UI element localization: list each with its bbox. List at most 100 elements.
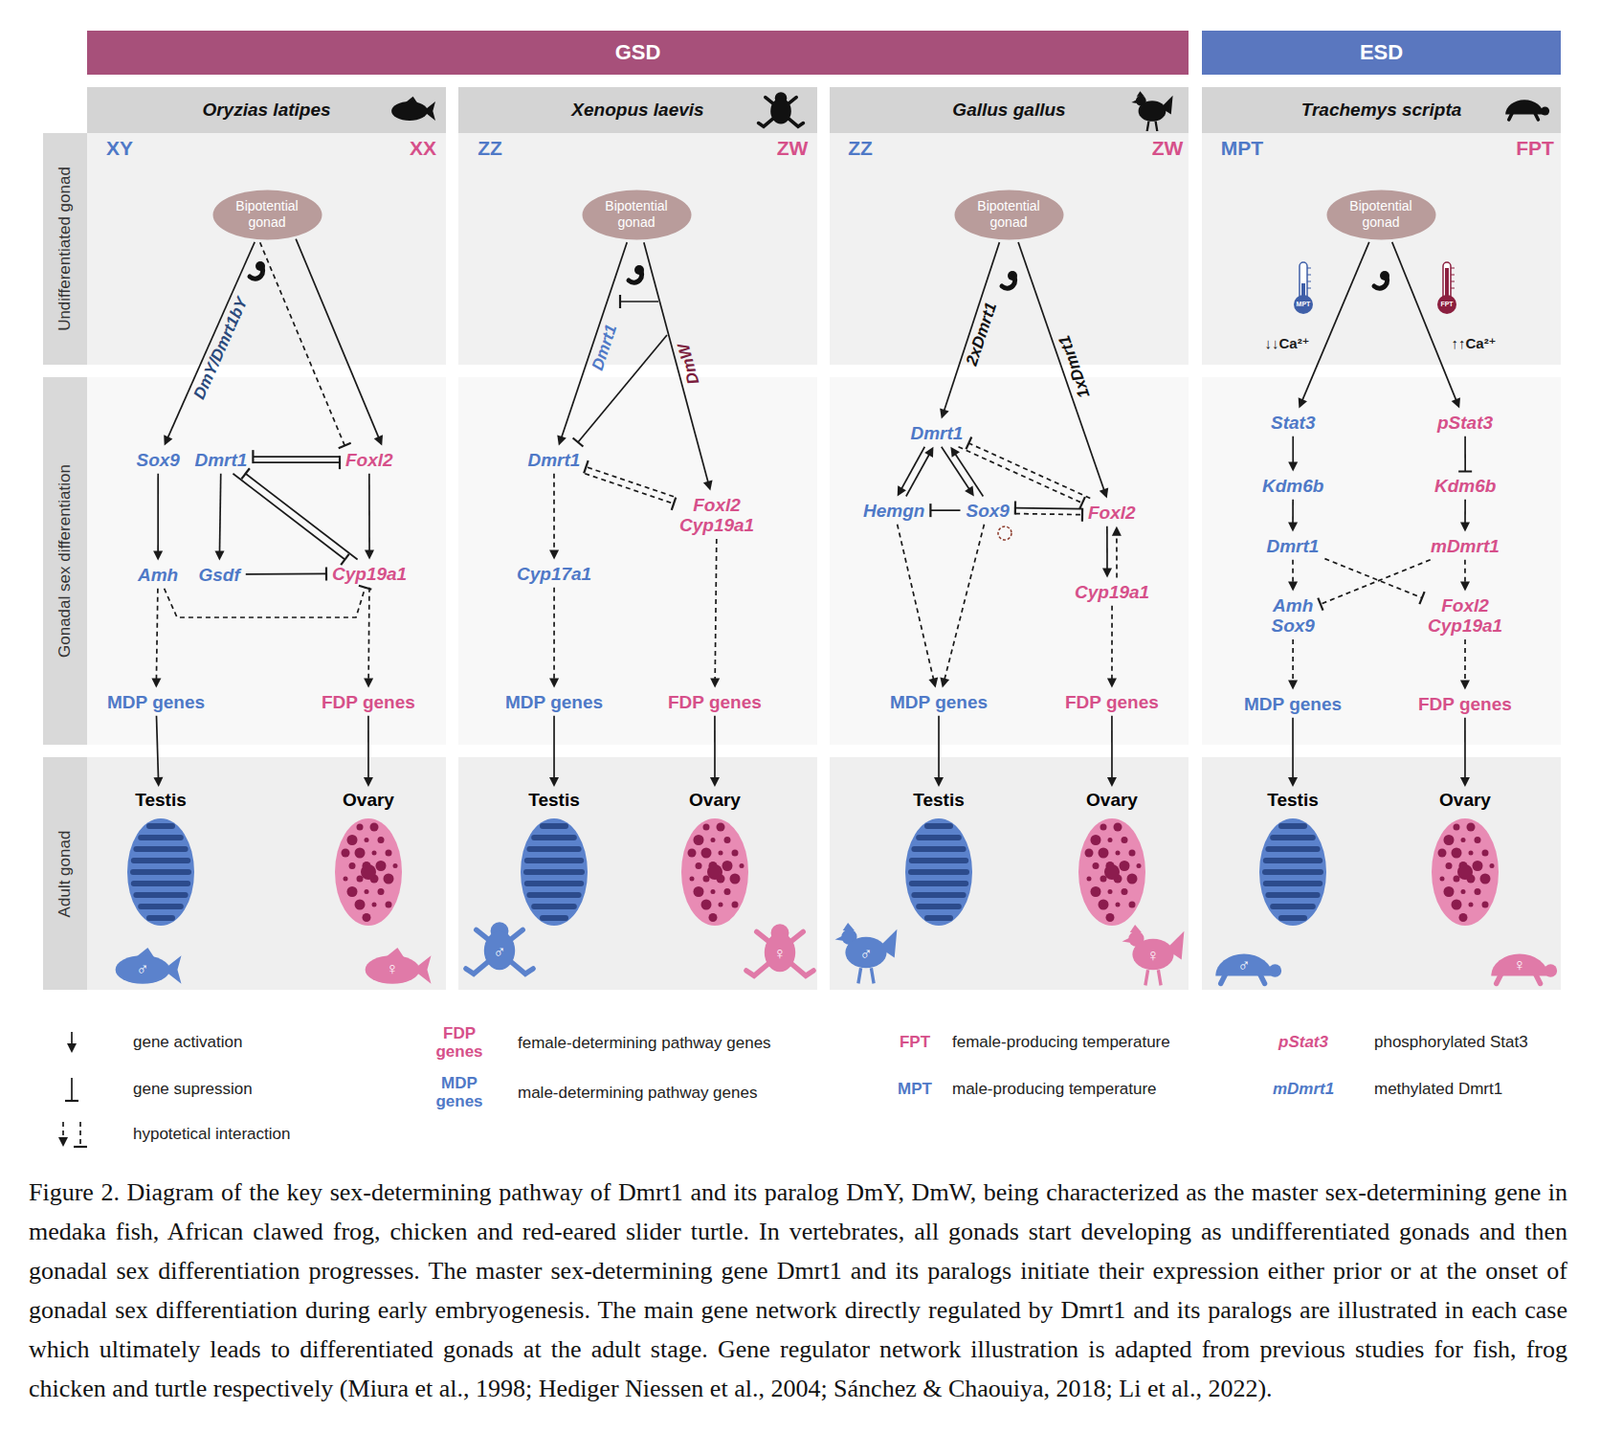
- thermometer-tick: [1307, 281, 1312, 283]
- free-label: ♂: [135, 959, 150, 979]
- arrow-head: [933, 777, 944, 787]
- adult-gonad: Ovary: [1422, 789, 1509, 927]
- node-text: Gsdf: [199, 564, 241, 585]
- node-text: Testis: [528, 789, 580, 812]
- ovary-follicle: [739, 863, 745, 868]
- free-label: ↓↓Ca²⁺: [1264, 335, 1310, 353]
- ovary-follicle: [1106, 912, 1115, 922]
- ovary-follicle: [1113, 822, 1123, 831]
- animal-icon: [466, 921, 534, 974]
- testis-body: [127, 818, 195, 926]
- bird-legs: [1145, 969, 1161, 985]
- gene-node: Kdm6b: [1431, 474, 1499, 497]
- turtle-shell: [1215, 953, 1272, 976]
- arrow-head: [549, 677, 559, 688]
- ovary-follicle: [383, 872, 395, 884]
- ovary-follicle: [1466, 822, 1476, 831]
- arrow-head: [1288, 679, 1298, 689]
- arrow-head: [710, 677, 720, 688]
- free-label: FDP genes: [435, 1024, 483, 1061]
- testis-band: [149, 822, 173, 829]
- turtle-shell: [1490, 953, 1548, 976]
- arrow-head: [549, 549, 559, 559]
- legend-entry: methylated Dmrt1: [1374, 1079, 1503, 1099]
- gene-node: Foxl2: [1085, 501, 1139, 524]
- bird-legs: [1147, 121, 1158, 132]
- node-text: Bipotential gonad: [222, 198, 312, 231]
- connector: [1288, 436, 1298, 472]
- free-label: pStat3: [1278, 1033, 1329, 1052]
- suppression-bar: [1014, 501, 1017, 515]
- connector-line: [584, 473, 674, 504]
- connector-line: [644, 242, 709, 484]
- arrow-head: [151, 677, 161, 688]
- node-text: Amh: [137, 564, 178, 585]
- gonad-ellipse: Bipotential gonad: [212, 189, 323, 241]
- connector-line: [156, 473, 159, 554]
- arrow-head: [928, 677, 938, 689]
- testis-band: [542, 914, 566, 921]
- embryo-icon: [1374, 270, 1390, 289]
- connector-line: [906, 453, 931, 497]
- ovary-follicle: [349, 862, 356, 869]
- testis-band: [927, 914, 951, 921]
- animal-silhouette: [1131, 90, 1173, 132]
- gonad-ellipse: Bipotential gonad: [581, 189, 692, 241]
- ovary-follicle: [701, 846, 712, 858]
- thermometer-icon: [1437, 262, 1457, 314]
- arrow-head: [964, 485, 975, 496]
- connector: [1460, 499, 1470, 533]
- ovary-follicle: [1090, 886, 1102, 897]
- connector: [1288, 499, 1298, 533]
- node-text: Foxl2: [1427, 595, 1503, 616]
- ovary-follicle: [1115, 901, 1121, 907]
- node-text: Cyp19a1: [679, 514, 755, 535]
- legend-entry: female-producing temperature: [952, 1032, 1171, 1052]
- connector: [363, 587, 374, 689]
- node-text: Kdm6b: [1262, 475, 1324, 496]
- legend-entry: gene activation: [133, 1032, 243, 1052]
- connector-line: [1320, 559, 1431, 604]
- legend-suppression: [65, 1077, 79, 1101]
- free-label: ♀: [1146, 946, 1160, 966]
- node-text: MDP genes: [107, 691, 205, 712]
- connector-line: [1392, 242, 1457, 401]
- connector-line: [958, 446, 1083, 504]
- connector: [549, 473, 559, 560]
- node-text: Testis: [912, 789, 965, 812]
- pathway-node: FDP genes: [1415, 692, 1515, 715]
- free-label: ♀: [773, 944, 787, 964]
- pathway-node: MDP genes: [1241, 692, 1345, 715]
- free-label: ♀: [1512, 955, 1527, 976]
- legend-text: female-determining pathway genes: [517, 1033, 772, 1052]
- frog-legs: [746, 931, 814, 976]
- ovary-follicle: [730, 872, 741, 884]
- node-text: Bipotential gonad: [964, 198, 1053, 231]
- node-text: FDP genes: [321, 691, 416, 712]
- free-label: FPT: [1440, 300, 1453, 309]
- node-text: Ovary: [1086, 789, 1138, 812]
- free-label: XY: [106, 136, 134, 159]
- ovary-follicle: [695, 862, 703, 869]
- connector: [295, 239, 383, 446]
- connector: [1107, 715, 1117, 787]
- connector-line: [79, 1121, 82, 1147]
- ovary-follicle: [1453, 822, 1461, 830]
- ovary-follicle: [1136, 863, 1142, 868]
- ovary-follicle: [376, 860, 387, 871]
- suppression-bar: [929, 503, 932, 517]
- gonad-ellipse: Bipotential gonad: [1326, 189, 1437, 241]
- connector: [930, 503, 960, 517]
- embryo-icon: [249, 261, 266, 279]
- connector: [364, 473, 375, 560]
- ovary-follicle: [1115, 849, 1121, 855]
- ovary-follicle: [711, 837, 716, 843]
- arrow-head: [1288, 580, 1298, 591]
- testis-band: [1266, 880, 1320, 887]
- connector: [583, 460, 674, 497]
- node-text: MDP genes: [889, 691, 988, 712]
- ovary-follicle: [1129, 900, 1136, 908]
- free-label: ♀: [385, 959, 400, 979]
- adult-gonad: Ovary: [1068, 789, 1156, 927]
- header-animal-icon: [1125, 88, 1179, 132]
